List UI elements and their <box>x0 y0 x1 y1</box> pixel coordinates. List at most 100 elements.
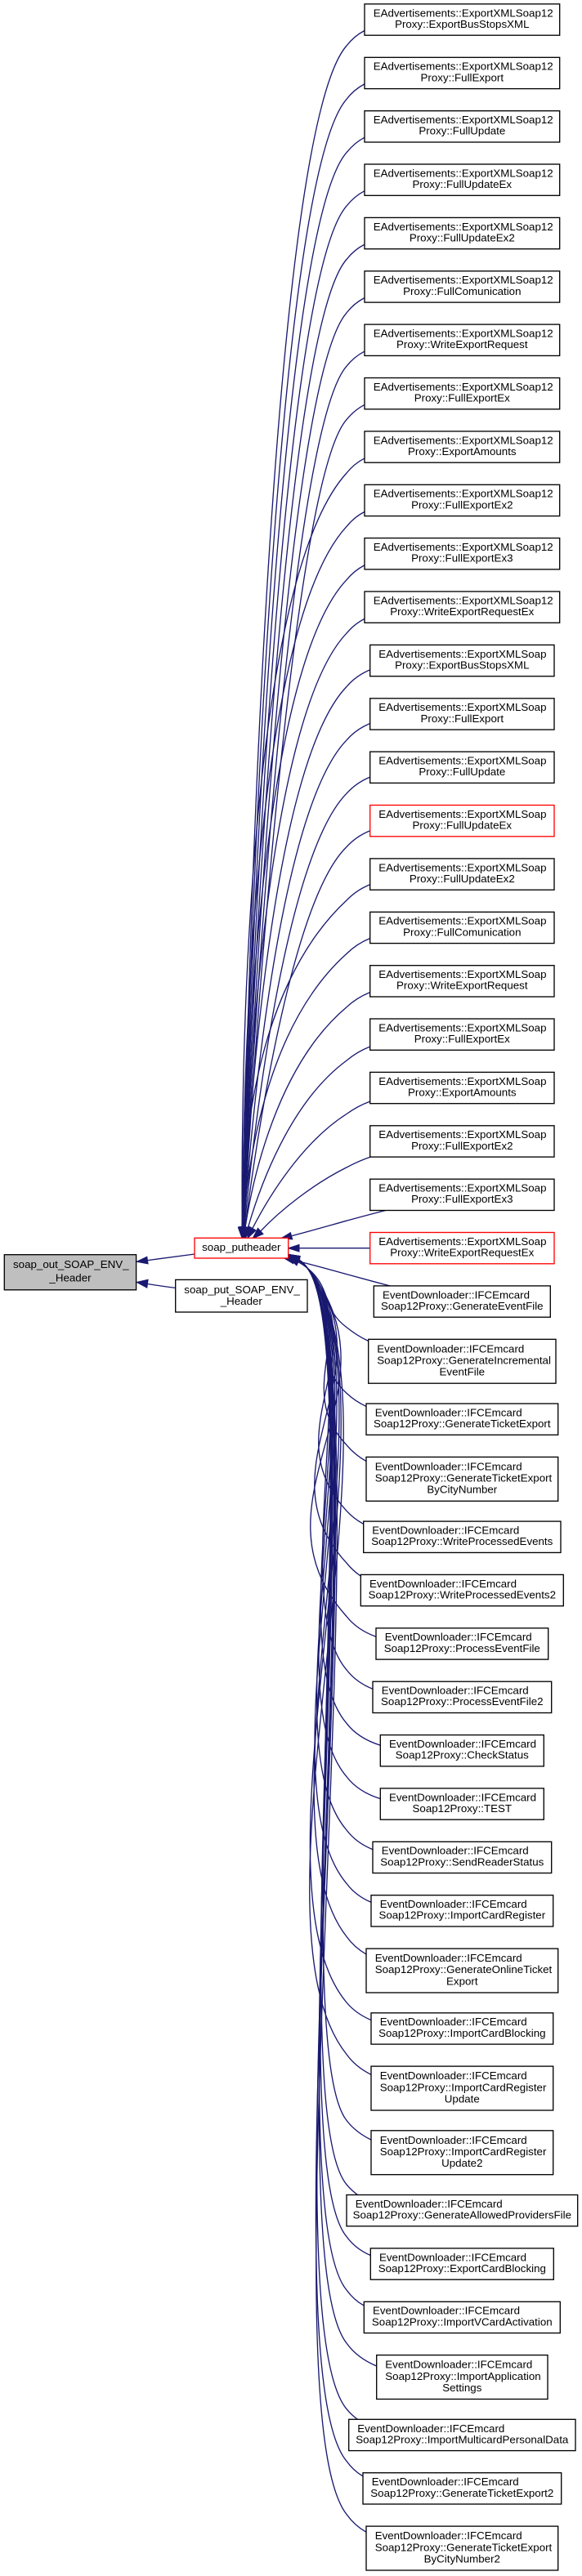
svg-text:EAdvertisements::ExportXMLSoap: EAdvertisements::ExportXMLSoap <box>378 755 546 767</box>
svg-text:EventDownloader::IFCEmcard: EventDownloader::IFCEmcard <box>380 2016 527 2028</box>
svg-text:Soap12Proxy::WriteProcessedEve: Soap12Proxy::WriteProcessedEvents <box>371 1535 553 1547</box>
svg-text:Proxy::FullExportEx: Proxy::FullExportEx <box>414 1033 510 1045</box>
svg-text:Soap12Proxy::GenerateTicketExp: Soap12Proxy::GenerateTicketExport2 <box>370 2487 553 2499</box>
svg-text:Soap12Proxy::ImportMulticardPe: Soap12Proxy::ImportMulticardPersonalData <box>356 2433 569 2445</box>
svg-text:Proxy::FullExportEx2: Proxy::FullExportEx2 <box>411 498 513 511</box>
svg-text:ByCityNumber: ByCityNumber <box>427 1484 497 1496</box>
svg-text:Soap12Proxy::ImportCardRegiste: Soap12Proxy::ImportCardRegister <box>378 1909 545 1922</box>
svg-text:EventDownloader::IFCEmcard: EventDownloader::IFCEmcard <box>380 1898 527 1910</box>
svg-text:EAdvertisements::ExportXMLSoap: EAdvertisements::ExportXMLSoap <box>378 1182 546 1194</box>
svg-text:EAdvertisements::ExportXMLSoap: EAdvertisements::ExportXMLSoap12 <box>374 167 553 180</box>
svg-text:EAdvertisements::ExportXMLSoap: EAdvertisements::ExportXMLSoap <box>378 1128 546 1141</box>
svg-text:EAdvertisements::ExportXMLSoap: EAdvertisements::ExportXMLSoap <box>378 808 546 820</box>
svg-text:Proxy::FullExport: Proxy::FullExport <box>421 71 504 83</box>
svg-text:EventDownloader::IFCEmcard: EventDownloader::IFCEmcard <box>375 1952 522 1964</box>
svg-text:Proxy::WriteExportRequest: Proxy::WriteExportRequest <box>396 338 528 350</box>
svg-text:Soap12Proxy::GenerateEventFile: Soap12Proxy::GenerateEventFile <box>381 1300 544 1312</box>
svg-text:Soap12Proxy::TEST: Soap12Proxy::TEST <box>413 1802 513 1815</box>
svg-text:Soap12Proxy::ProcessEventFile: Soap12Proxy::ProcessEventFile <box>384 1642 540 1654</box>
svg-text:EAdvertisements::ExportXMLSoap: EAdvertisements::ExportXMLSoap12 <box>374 434 553 446</box>
svg-text:Proxy::ExportAmounts: Proxy::ExportAmounts <box>408 1086 517 1098</box>
svg-text:EventDownloader::IFCEmcard: EventDownloader::IFCEmcard <box>373 2305 520 2317</box>
svg-text:EventDownloader::IFCEmcard: EventDownloader::IFCEmcard <box>389 1738 536 1750</box>
svg-text:Soap12Proxy::ImportVCardActiva: Soap12Proxy::ImportVCardActivation <box>372 2315 553 2328</box>
svg-text:Soap12Proxy::GenerateTicketExp: Soap12Proxy::GenerateTicketExport <box>375 2541 553 2553</box>
svg-text:Proxy::FullExportEx2: Proxy::FullExportEx2 <box>411 1140 513 1152</box>
svg-text:Proxy::FullUpdate: Proxy::FullUpdate <box>419 766 505 778</box>
svg-text:Soap12Proxy::GenerateIncrement: Soap12Proxy::GenerateIncremental <box>377 1354 551 1366</box>
svg-text:EventDownloader::IFCEmcard: EventDownloader::IFCEmcard <box>382 1685 529 1697</box>
svg-text:EventDownloader::IFCEmcard: EventDownloader::IFCEmcard <box>375 1406 522 1418</box>
svg-text:EventDownloader::IFCEmcard: EventDownloader::IFCEmcard <box>379 2251 526 2263</box>
svg-text:_Header: _Header <box>48 1272 92 1284</box>
svg-text:Proxy::WriteExportRequestEx: Proxy::WriteExportRequestEx <box>390 1247 534 1259</box>
svg-text:EAdvertisements::ExportXMLSoap: EAdvertisements::ExportXMLSoap <box>378 861 546 873</box>
svg-text:Soap12Proxy::ImportApplication: Soap12Proxy::ImportApplication <box>385 2370 540 2382</box>
svg-text:Update: Update <box>445 2092 480 2105</box>
svg-text:EAdvertisements::ExportXMLSoap: EAdvertisements::ExportXMLSoap <box>378 1022 546 1034</box>
svg-text:Soap12Proxy::CheckStatus: Soap12Proxy::CheckStatus <box>396 1749 529 1761</box>
svg-text:Soap12Proxy::GenerateOnlineTic: Soap12Proxy::GenerateOnlineTicket <box>375 1963 553 1976</box>
svg-text:soap_out_SOAP_ENV_: soap_out_SOAP_ENV_ <box>13 1258 129 1270</box>
svg-text:EventDownloader::IFCEmcard: EventDownloader::IFCEmcard <box>356 2198 503 2210</box>
svg-text:Soap12Proxy::ImportCardBlockin: Soap12Proxy::ImportCardBlocking <box>378 2027 545 2039</box>
svg-text:Proxy::FullComunication: Proxy::FullComunication <box>403 926 521 938</box>
svg-text:Soap12Proxy::GenerateTicketExp: Soap12Proxy::GenerateTicketExport <box>374 1417 551 1430</box>
svg-text:Proxy::FullComunication: Proxy::FullComunication <box>403 285 521 297</box>
svg-text:EAdvertisements::ExportXMLSoap: EAdvertisements::ExportXMLSoap <box>378 648 546 660</box>
svg-text:Soap12Proxy::ImportCardRegiste: Soap12Proxy::ImportCardRegister <box>380 2145 547 2158</box>
svg-text:EventFile: EventFile <box>440 1366 486 1378</box>
svg-text:Proxy::ExportBusStopsXML: Proxy::ExportBusStopsXML <box>395 659 529 671</box>
svg-text:EventDownloader::IFCEmcard: EventDownloader::IFCEmcard <box>380 2134 527 2146</box>
svg-text:Proxy::FullUpdateEx: Proxy::FullUpdateEx <box>413 178 513 190</box>
svg-text:Soap12Proxy::ExportCardBlockin: Soap12Proxy::ExportCardBlocking <box>378 2262 546 2275</box>
svg-text:Proxy::FullUpdateEx2: Proxy::FullUpdateEx2 <box>410 873 515 885</box>
svg-text:Proxy::FullExportEx3: Proxy::FullExportEx3 <box>411 1193 513 1205</box>
svg-text:EventDownloader::IFCEmcard: EventDownloader::IFCEmcard <box>357 2422 504 2435</box>
svg-text:EventDownloader::IFCEmcard: EventDownloader::IFCEmcard <box>385 1631 532 1643</box>
svg-text:EAdvertisements::ExportXMLSoap: EAdvertisements::ExportXMLSoap <box>378 1075 546 1087</box>
svg-text:EventDownloader::IFCEmcard: EventDownloader::IFCEmcard <box>385 2359 532 2371</box>
svg-text:EventDownloader::IFCEmcard: EventDownloader::IFCEmcard <box>382 1845 529 1857</box>
svg-text:Settings: Settings <box>442 2382 481 2394</box>
svg-text:EAdvertisements::ExportXMLSoap: EAdvertisements::ExportXMLSoap12 <box>374 221 553 233</box>
svg-text:EAdvertisements::ExportXMLSoap: EAdvertisements::ExportXMLSoap12 <box>374 381 553 393</box>
svg-text:Proxy::FullExportEx3: Proxy::FullExportEx3 <box>411 552 513 565</box>
svg-text:Proxy::ExportBusStopsXML: Proxy::ExportBusStopsXML <box>395 18 529 30</box>
svg-text:EAdvertisements::ExportXMLSoap: EAdvertisements::ExportXMLSoap12 <box>374 114 553 126</box>
svg-text:EAdvertisements::ExportXMLSoap: EAdvertisements::ExportXMLSoap12 <box>374 328 553 340</box>
svg-text:EventDownloader::IFCEmcard: EventDownloader::IFCEmcard <box>369 1578 517 1590</box>
svg-text:EventDownloader::IFCEmcard: EventDownloader::IFCEmcard <box>375 1460 522 1472</box>
svg-text:Proxy::FullExportEx: Proxy::FullExportEx <box>414 392 510 404</box>
svg-text:EAdvertisements::ExportXMLSoap: EAdvertisements::ExportXMLSoap12 <box>374 488 553 500</box>
svg-text:Export: Export <box>446 1975 478 1987</box>
svg-text:EventDownloader::IFCEmcard: EventDownloader::IFCEmcard <box>383 1288 530 1301</box>
svg-text:soap_putheader: soap_putheader <box>202 1241 281 1253</box>
svg-text:EAdvertisements::ExportXMLSoap: EAdvertisements::ExportXMLSoap <box>378 701 546 713</box>
svg-text:EAdvertisements::ExportXMLSoap: EAdvertisements::ExportXMLSoap12 <box>374 60 553 73</box>
svg-text:Soap12Proxy::GenerateTicketExp: Soap12Proxy::GenerateTicketExport <box>375 1472 553 1484</box>
svg-text:EventDownloader::IFCEmcard: EventDownloader::IFCEmcard <box>372 2476 519 2488</box>
svg-text:EventDownloader::IFCEmcard: EventDownloader::IFCEmcard <box>372 1525 519 1537</box>
svg-text:EventDownloader::IFCEmcard: EventDownloader::IFCEmcard <box>375 2529 522 2542</box>
svg-text:Soap12Proxy::ImportCardRegiste: Soap12Proxy::ImportCardRegister <box>380 2081 547 2093</box>
svg-text:Soap12Proxy::SendReaderStatus: Soap12Proxy::SendReaderStatus <box>380 1855 544 1868</box>
svg-text:EAdvertisements::ExportXMLSoap: EAdvertisements::ExportXMLSoap <box>378 968 546 980</box>
svg-text:Soap12Proxy::ProcessEventFile2: Soap12Proxy::ProcessEventFile2 <box>381 1695 544 1708</box>
svg-text:EAdvertisements::ExportXMLSoap: EAdvertisements::ExportXMLSoap12 <box>374 274 553 286</box>
svg-text:Proxy::FullExport: Proxy::FullExport <box>421 712 504 725</box>
svg-text:soap_put_SOAP_ENV_: soap_put_SOAP_ENV_ <box>184 1284 300 1296</box>
svg-text:EAdvertisements::ExportXMLSoap: EAdvertisements::ExportXMLSoap12 <box>374 595 553 607</box>
svg-text:Proxy::FullUpdate: Proxy::FullUpdate <box>419 125 505 137</box>
svg-text:EAdvertisements::ExportXMLSoap: EAdvertisements::ExportXMLSoap12 <box>374 541 553 553</box>
svg-text:Proxy::FullUpdateEx2: Proxy::FullUpdateEx2 <box>410 231 515 243</box>
svg-text:Proxy::WriteExportRequest: Proxy::WriteExportRequest <box>396 980 528 992</box>
svg-text:EAdvertisements::ExportXMLSoap: EAdvertisements::ExportXMLSoap <box>378 915 546 927</box>
svg-text:_Header: _Header <box>220 1295 263 1307</box>
svg-text:Update2: Update2 <box>441 2157 482 2169</box>
svg-text:EventDownloader::IFCEmcard: EventDownloader::IFCEmcard <box>389 1791 536 1803</box>
svg-text:EAdvertisements::ExportXMLSoap: EAdvertisements::ExportXMLSoap <box>378 1235 546 1248</box>
svg-text:Proxy::WriteExportRequestEx: Proxy::WriteExportRequestEx <box>390 605 534 618</box>
svg-text:Proxy::FullUpdateEx: Proxy::FullUpdateEx <box>413 819 513 832</box>
svg-text:ByCityNumber2: ByCityNumber2 <box>424 2552 500 2565</box>
